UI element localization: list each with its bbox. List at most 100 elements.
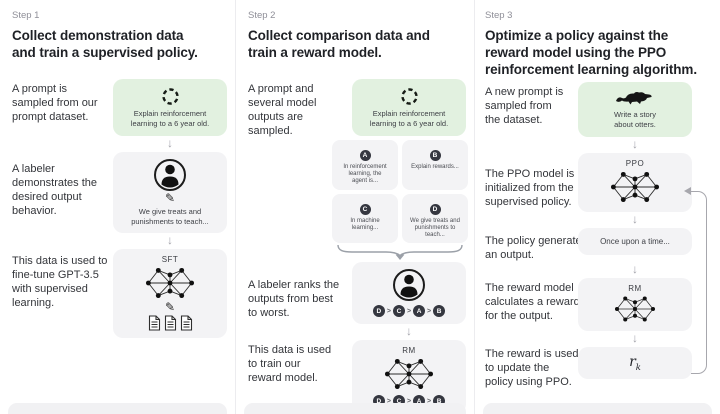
step-label: Step 3 xyxy=(485,10,513,21)
step-description: A labeler demonstrates the desired outpu… xyxy=(12,163,97,217)
network-icon xyxy=(118,265,222,301)
step-description xyxy=(248,324,332,327)
pencil-icon: ✎ xyxy=(164,191,176,205)
step-description xyxy=(12,136,93,139)
output-box: Once upon a time... xyxy=(578,228,692,255)
flow-row: The PPO model is initialized from the su… xyxy=(485,153,694,212)
step-2-column: Step 2 Collect comparison data and train… xyxy=(236,0,475,414)
flow-graphic: Write a story about otters. xyxy=(558,82,694,137)
flow-row: A labeler demonstrates the desired outpu… xyxy=(12,152,229,233)
step-description xyxy=(248,243,332,246)
network-icon xyxy=(583,169,687,205)
flow-row: A labeler ranks the outputs from best to… xyxy=(248,262,468,325)
gt-separator: > xyxy=(386,397,391,405)
document-icon xyxy=(148,315,161,331)
flow-row: A new prompt is sampled from the dataset… xyxy=(485,82,694,137)
step-3-flow: A new prompt is sampled from the dataset… xyxy=(485,82,694,389)
labeler-box: ✎We give treats and punishments to teach… xyxy=(113,152,227,233)
ranking: D>C>A>B xyxy=(357,305,461,318)
flow-row: ↓ xyxy=(485,137,694,153)
flow-graphic: rk xyxy=(558,347,694,379)
gt-separator: > xyxy=(406,307,412,315)
brace-icon xyxy=(332,243,468,262)
flow-row: ↓ xyxy=(248,324,468,340)
output-caption: We give treats and punishments to teach.… xyxy=(410,217,460,239)
step-description: A labeler ranks the outputs from best to… xyxy=(248,279,340,320)
step-description: The reward is used to update the policy … xyxy=(485,348,579,388)
arrow-down-icon: ↓ xyxy=(167,233,173,247)
model-box: PPO xyxy=(578,153,692,212)
prompt-text: Explain reinforcement learning to a 6 ye… xyxy=(369,109,449,128)
step-description: A prompt and several model outputs are s… xyxy=(248,83,317,137)
document-icon xyxy=(180,315,193,331)
flow-row: ↓ xyxy=(485,262,694,278)
otter-icon xyxy=(583,90,687,107)
gt-separator: > xyxy=(406,397,412,405)
model-label: RM xyxy=(628,284,642,293)
prompt-box: Write a story about otters. xyxy=(578,82,692,137)
flow-graphic: Explain reinforcement learning to a 6 ye… xyxy=(332,79,468,136)
prompt-text: Explain reinforcement learning to a 6 ye… xyxy=(130,109,210,128)
flow-graphic: PPO xyxy=(558,153,694,212)
output-caption: Explain rewards... xyxy=(411,164,459,170)
flow-row: The policy generates an output. Once upon… xyxy=(485,228,694,262)
flow-graphic: D>C>A>B xyxy=(332,262,468,325)
flow-row: ↓ xyxy=(12,233,229,249)
step-description: The PPO model is initialized from the su… xyxy=(485,168,575,208)
flow-graphic: ↓ xyxy=(558,212,694,228)
step-description xyxy=(248,138,332,141)
step-description: The reward model calculates a reward for… xyxy=(485,282,580,322)
cycle-icon xyxy=(118,87,222,106)
step-description: This data is used to fine-tune GPT-3.5 w… xyxy=(12,255,108,309)
output-caption: In reinforcement learning, the agent is.… xyxy=(343,164,387,185)
pencil-icon: ✎ xyxy=(164,300,176,314)
output-text: Once upon a time... xyxy=(600,237,670,246)
flow-row: A prompt and several model outputs are s… xyxy=(248,79,468,138)
bottom-strip xyxy=(244,403,466,414)
step-description: A new prompt is sampled from the dataset… xyxy=(485,86,564,126)
step-description: This data is used to train our reward mo… xyxy=(248,344,332,385)
step-label: Step 1 xyxy=(12,10,40,21)
step-description: The policy generates an output. xyxy=(485,235,588,261)
arrow-down-icon: ↓ xyxy=(167,136,173,150)
model-label: SFT xyxy=(161,255,179,264)
step-heading: Optimize a policy against the reward mod… xyxy=(485,28,697,77)
step-description xyxy=(485,262,558,265)
arrow-down-icon: ↓ xyxy=(406,324,412,339)
step-3-column: Step 3 Optimize a policy against the rew… xyxy=(475,0,720,414)
arrow-down-icon: ↓ xyxy=(632,212,638,226)
arrow-down-icon: ↓ xyxy=(632,137,638,151)
gt-separator: > xyxy=(427,307,432,315)
flow-graphic: SFT ✎ xyxy=(93,249,229,338)
step-description xyxy=(485,137,558,140)
flow-graphic: RM D>C>A>B xyxy=(332,340,468,414)
flow-graphic: ✎We give treats and punishments to teach… xyxy=(93,152,229,233)
rank-chip: C xyxy=(392,305,405,318)
documents-icon xyxy=(118,315,222,331)
flow-graphic: ↓ xyxy=(558,331,694,347)
gt-separator: > xyxy=(386,307,391,315)
prompt-text: Write a story about otters. xyxy=(614,110,656,129)
output-badge: C xyxy=(359,203,371,215)
gt-separator: > xyxy=(427,397,432,405)
step-heading: Collect comparison data and train a rewa… xyxy=(248,28,430,60)
model-box: RM D>C>A>B xyxy=(352,340,466,414)
model-box: SFT ✎ xyxy=(113,249,227,338)
arrow-down-icon: ↓ xyxy=(632,262,638,276)
flow-row: The reward is used to update the policy … xyxy=(485,347,694,389)
arrow-down-icon: ↓ xyxy=(632,331,638,345)
flow-row: This data is used to fine-tune GPT-3.5 w… xyxy=(12,249,229,338)
reward-box: rk xyxy=(578,347,692,379)
document-icon xyxy=(164,315,177,331)
rank-chip: A xyxy=(413,305,426,318)
flow-graphic xyxy=(332,243,468,262)
loop-arrow xyxy=(684,186,707,374)
